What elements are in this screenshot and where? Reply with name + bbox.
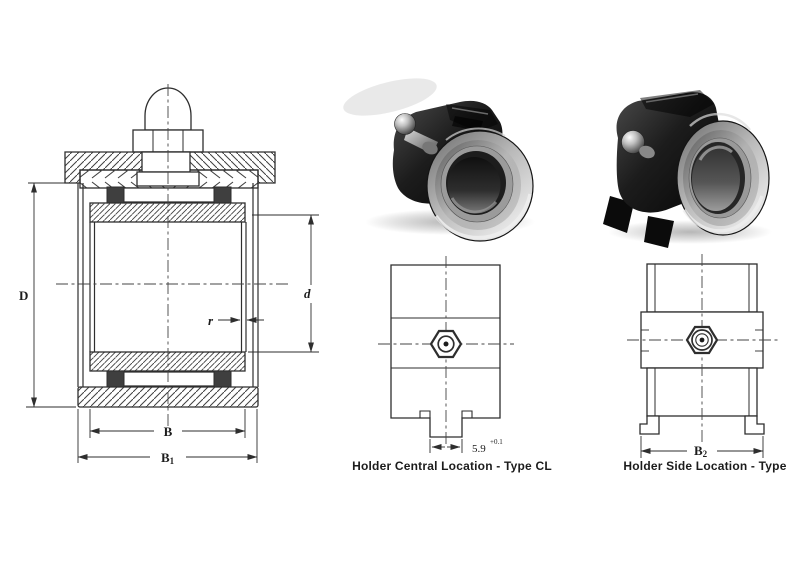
band-ticks <box>641 329 763 352</box>
slot-notch-left <box>419 410 431 418</box>
mounting-foot-left <box>639 415 660 435</box>
bearing-ring-bottom <box>89 351 246 372</box>
grease-fitting-front <box>685 325 719 355</box>
slot-tolerance-label: +0.1 <box>490 438 503 446</box>
clamp-highlight <box>451 107 489 115</box>
grease-nipple-ball-icon <box>621 130 645 154</box>
grease-nipple-ball-icon <box>394 113 416 135</box>
seal-top-right <box>213 186 232 204</box>
dimension-slot <box>429 439 463 453</box>
slot-dimension-label: 5.9 <box>472 443 486 455</box>
dimension-d <box>248 214 319 353</box>
grease-nipple-collar <box>422 141 438 155</box>
bearing-ring-photo <box>426 127 534 242</box>
clamp-slot-inner <box>452 116 483 131</box>
dimension-B1-label: B1 <box>161 450 175 466</box>
dimension-D-label: D <box>19 288 28 303</box>
seal-bottom-right <box>213 370 232 388</box>
dimension-r-label: r <box>208 313 214 328</box>
dimension-B-label: B <box>164 424 173 439</box>
dimension-B1 <box>77 409 258 463</box>
ball-row-top <box>121 187 217 203</box>
dimension-B2 <box>640 436 764 458</box>
dimension-B <box>89 409 246 438</box>
dimension-B2-label: B2 <box>694 443 708 459</box>
central-location-drawing: 5.9 +0.1 Holder Central Location - Type … <box>352 256 552 473</box>
housing-walls <box>77 183 259 387</box>
grease-nipple-collar <box>639 145 655 159</box>
bolt-shaft <box>141 151 191 173</box>
mounting-foot-left <box>603 196 634 233</box>
caption-side: Holder Side Location - Type <box>623 459 786 473</box>
caption-central: Holder Central Location - Type CL <box>352 459 552 473</box>
clamp-slot <box>640 90 714 117</box>
dimension-D <box>26 182 78 408</box>
dimension-d-label: d <box>304 286 311 301</box>
seal-bottom-left <box>106 370 125 388</box>
clamp-slot <box>446 104 498 132</box>
ball-row-bottom <box>121 371 217 387</box>
seal-top-left <box>106 186 125 204</box>
cross-section-drawing: D d r B B1 <box>19 84 319 466</box>
mounting-foot-right <box>744 415 765 435</box>
photo-bearing-holder-central <box>343 78 535 242</box>
bearing-ring-top <box>89 202 246 223</box>
clamp-highlight <box>645 93 699 103</box>
grease-fitting-front <box>429 329 463 359</box>
slot-notch-right <box>461 410 473 418</box>
side-location-drawing: B2 Holder Side Location - Type <box>623 254 787 473</box>
background-smudge <box>343 78 437 116</box>
centerlines <box>56 84 288 427</box>
bearing-ring-photo <box>676 112 770 236</box>
photo-bearing-holder-side <box>603 90 772 248</box>
mounting-foot-front <box>644 216 674 248</box>
